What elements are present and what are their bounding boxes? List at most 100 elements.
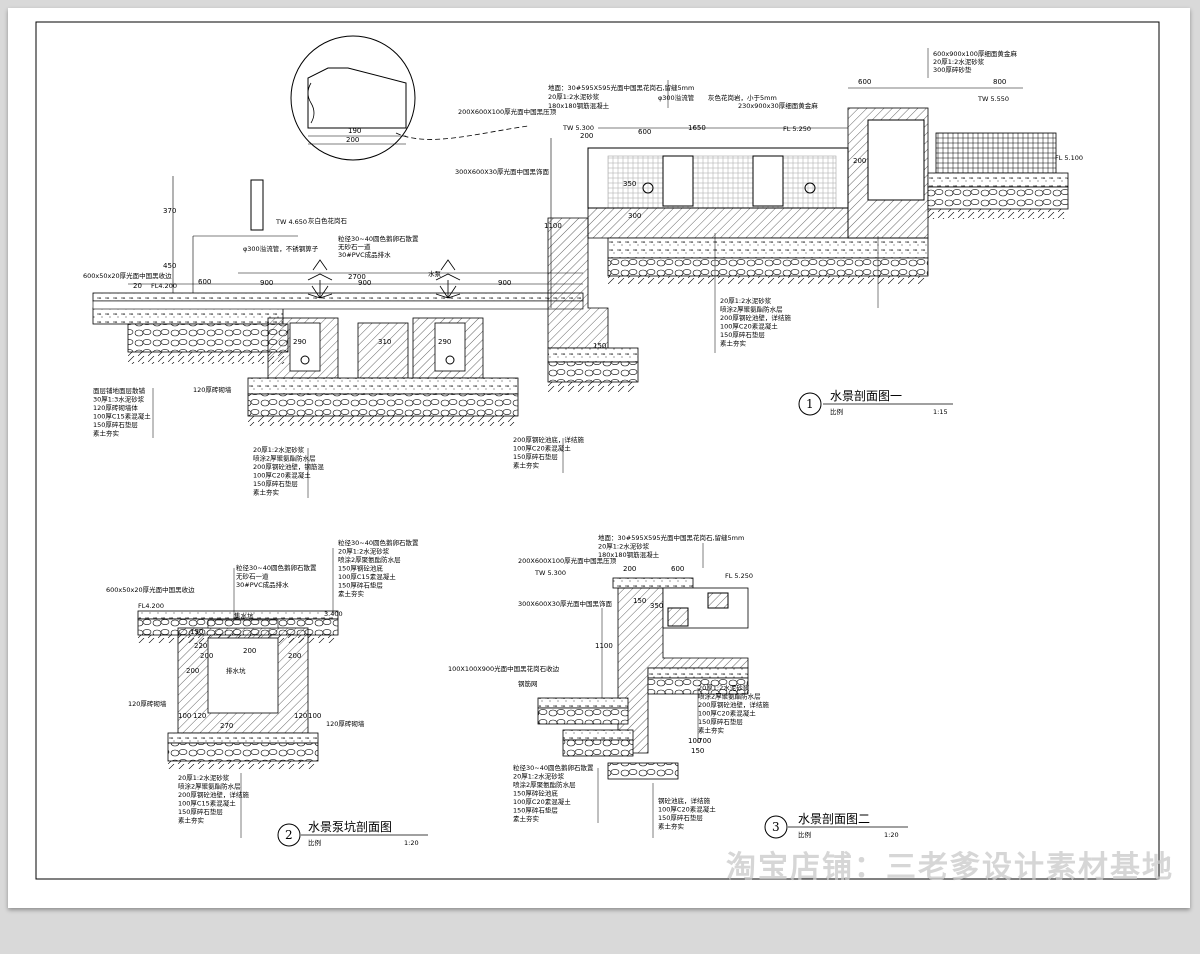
note-text: 粒径30~40圆色鹅卵石散置 <box>236 563 317 572</box>
section-title-2: 2 水景泵坑剖面图 比例 1:20 <box>277 819 428 847</box>
label-text: 200X600X100厚光面中国黑压顶 <box>518 556 617 565</box>
label-text: 水泵 <box>428 269 442 278</box>
label-text: 无砂石一道 <box>338 242 371 251</box>
dimension-text: 200 <box>200 652 213 660</box>
note-text: 200厚钢砼池壁，详结施 <box>698 700 769 709</box>
note-text: 150厚碎石垫层 <box>513 452 558 461</box>
label-text: FL4.200 <box>151 282 177 290</box>
dimension-text: 290 <box>293 338 306 346</box>
note-text: 喷涂2厚聚氨酯防水层 <box>253 454 316 463</box>
note-text: 20厚1:2水泥砂浆 <box>338 547 390 556</box>
section-title-1: 1 水景剖面图一 比例 1:15 <box>798 389 953 416</box>
note-text: 20厚1:2水泥砂浆 <box>720 296 772 305</box>
note-text: 200厚钢砼池底，详结施 <box>513 435 584 444</box>
note-text: 150厚碎石垫层 <box>253 479 298 488</box>
dimension-text: 120 <box>193 712 206 720</box>
note-text: 300厚碎砂垫 <box>933 65 972 74</box>
label-text: TW 5.300 <box>562 124 594 132</box>
note-text: 100厚C15素混凝土 <box>338 572 396 581</box>
note-text: 150厚碎石垫层 <box>658 813 703 822</box>
dimension-text: 270 <box>220 722 233 730</box>
label-text: 排水坑 <box>226 666 246 675</box>
dimension-text: 900 <box>358 279 371 287</box>
dimension-text: 200 <box>580 132 593 140</box>
svg-text:190: 190 <box>348 127 361 135</box>
section-number-1: 1 <box>806 397 814 411</box>
note-text: 素土夯实 <box>253 488 280 497</box>
note-text: 素土夯实 <box>93 429 120 438</box>
note-text: 100厚C20素混凝土 <box>513 444 571 453</box>
note-text: 钢砼池底，详结施 <box>658 796 711 805</box>
note-text: 20厚1:2水泥砂浆 <box>253 445 305 454</box>
note-text: 100厚C20素混凝土 <box>253 471 311 480</box>
note-text: 素土夯实 <box>513 461 540 470</box>
label-text: 200X600X100厚光面中国黑压顶 <box>458 107 557 116</box>
note-text: 100厚C15素混凝土 <box>93 412 151 421</box>
dimension-text: 220 <box>194 642 207 650</box>
label-text: φ300溢流管，不锈钢箅子 <box>243 244 319 253</box>
label-text: TW 5.300 <box>534 569 566 577</box>
note-text: 喷涂2厚聚氨酯防水层 <box>513 780 576 789</box>
label-text: 集水坑 <box>234 611 254 620</box>
note-text: 30#PVC成品排水 <box>236 580 289 589</box>
note-text: 粒径30~40圆色鹅卵石散置 <box>338 538 419 547</box>
note-text: 20厚1:2水泥砂浆 <box>598 542 650 551</box>
note-text: 150厚碎石垫层 <box>513 806 558 815</box>
dimension-text: 1100 <box>544 222 562 230</box>
note-text: 150厚碎石垫层 <box>93 420 138 429</box>
section-scale-2: 1:20 <box>404 839 419 847</box>
section-1-drawing: 190 200 <box>92 35 1069 498</box>
note-text: 120厚砖砌墙体 <box>93 403 138 412</box>
note-text: 素土夯实 <box>720 339 747 348</box>
dimension-text: 290 <box>438 338 451 346</box>
label-text: FL4.200 <box>138 602 164 610</box>
note-text: 600x900x100厚细面黄金麻 <box>933 49 1017 58</box>
dimension-text: 100 <box>688 737 701 745</box>
note-text: 200厚钢砼池壁，钢筋混 <box>253 462 324 471</box>
note-text: 喷涂2厚聚氨酯防水层 <box>698 692 761 701</box>
label-text: 300X600X30厚光面中国黑饰面 <box>518 599 612 608</box>
section-title-text-3: 水景剖面图二 <box>798 812 870 826</box>
note-text: 粒径30~40圆色鹅卵石散置 <box>513 763 594 772</box>
dimension-text: 370 <box>163 207 176 215</box>
dimension-text: 600 <box>671 565 684 573</box>
label-text: FL 5.250 <box>725 572 753 580</box>
note-text: 素土夯实 <box>178 816 205 825</box>
section-title-text-1: 水景剖面图一 <box>830 389 902 403</box>
dimension-text: 150 <box>190 628 203 636</box>
dimension-text: 600 <box>858 78 871 86</box>
note-text: 喷涂2厚聚氨酯防水层 <box>720 305 783 314</box>
note-text: 素土夯实 <box>658 822 685 831</box>
label-text: 600x50x20厚光面中国黑收边 <box>83 271 172 280</box>
section-title-3: 3 水景剖面图二 比例 1:20 <box>764 812 908 839</box>
label-text: 粒径30~40圆色鹅卵石散置 <box>338 234 419 243</box>
dimension-text: 150 <box>593 342 606 350</box>
note-text: 150厚碎石垫层 <box>698 717 743 726</box>
dimension-text: 100 <box>178 712 191 720</box>
note-text: 喷涂2厚聚氨酯防水层 <box>178 782 241 791</box>
note-text: 面层铺地面层散铺 <box>93 386 146 395</box>
dimension-text: 100 <box>308 712 321 720</box>
note-text: 150厚钢砼池底 <box>338 564 383 573</box>
dimension-text: 350 <box>623 180 636 188</box>
note-text: 30厚1:3水泥砂浆 <box>93 395 145 404</box>
section-number-3: 3 <box>772 820 780 834</box>
section-title-text-2: 水景泵坑剖面图 <box>308 819 392 834</box>
label-text: TW 4.650 <box>275 218 307 226</box>
dimension-text: 300 <box>628 212 641 220</box>
dimension-text: 600 <box>638 128 651 136</box>
label-text: φ300溢流管 <box>658 93 695 102</box>
note-text: 素土夯实 <box>698 726 725 735</box>
note-text: 20厚1:2水泥砂浆 <box>178 773 230 782</box>
dimension-text: 450 <box>163 262 176 270</box>
note-text: 100厚C15素混凝土 <box>178 799 236 808</box>
dimension-text: 2700 <box>348 273 366 281</box>
note-text: 100厚C20素混凝土 <box>720 322 778 331</box>
label-text: 230x900x30厚细面黄金麻 <box>738 101 818 110</box>
cad-drawing: 190 200 <box>35 21 1160 880</box>
label-text: 600x50x20厚光面中国黑收边 <box>106 585 195 594</box>
note-text: 喷涂2厚聚氨酯防水层 <box>338 555 401 564</box>
drawing-frame <box>35 21 1160 880</box>
label-text: 120厚砖砌墙 <box>326 719 365 728</box>
drawing-sheet: 190 200 <box>8 8 1190 908</box>
